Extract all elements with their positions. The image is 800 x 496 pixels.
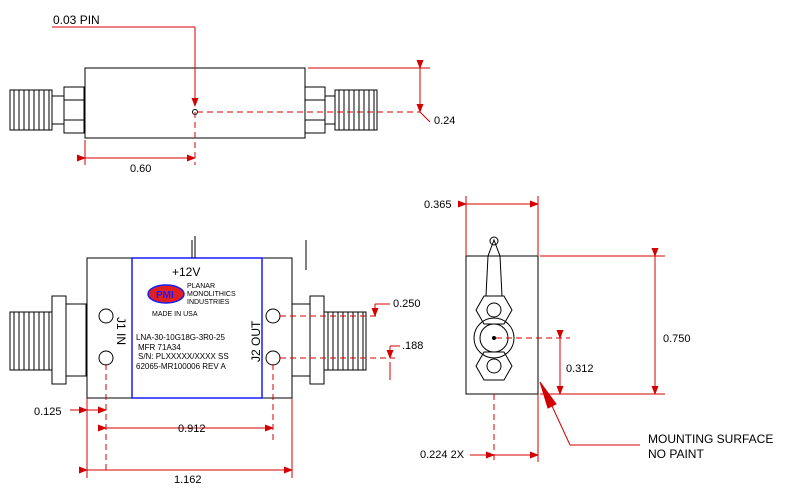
drawing-number: 62065-MR100006 REV A [136,362,227,371]
dim-front-length: 1.162 [174,474,202,486]
hole-right-upper [265,308,281,324]
port-j1: J1 IN [114,317,128,345]
side-body [465,255,539,395]
mfr-code: MFR 71A34 [138,343,181,352]
top-view [9,26,431,165]
dim-side-width: 0.365 [424,199,452,211]
dim-front-hole-upper: 0.250 [393,298,421,310]
dim-top-height: 0.24 [434,115,455,127]
top-left-connector [9,86,85,134]
label-voltage: +12V [172,265,200,279]
front-view [9,236,400,478]
pin-callout: 0.03 PIN [53,13,100,27]
top-right-connector [304,86,378,134]
hole-right-lower [265,350,281,366]
front-right-connector [291,295,367,385]
hex-nut-upper [475,295,513,325]
port-j2: J2 OUT [249,320,263,362]
dim-front-hole-lower: .188 [402,340,423,352]
dim-side-pin-y: 0.312 [566,363,594,375]
company-line3: INDUSTRIES [187,299,230,306]
dim-front-hole-span: 0.912 [178,423,206,435]
front-left-connector [9,295,87,385]
dim-top-pin-x: 0.60 [130,163,151,175]
pmi-logo: PMI [147,284,185,304]
side-view [458,196,665,462]
hole-left-lower [98,350,114,366]
connector-face [473,317,515,359]
mounting-callout-line2: NO PAINT [648,447,704,461]
company-line2: MONOLITHICS [187,291,236,298]
hex-nut-lower [475,351,513,381]
made-in: MADE IN USA [152,311,198,318]
mounting-callout-line1: MOUNTING SURFACE [648,432,773,446]
hole-left-upper [98,308,114,324]
company-line1: PLANAR [187,283,215,290]
dim-front-hole-x: 0.125 [34,406,62,418]
dim-side-hole: 0.224 2X [420,449,465,461]
model-number: LNA-30-10G18G-3R0-25 [136,333,225,342]
label-plate [131,257,263,399]
mounting-callout-arrow [539,381,640,446]
dim-side-height: 0.750 [663,333,691,345]
logo-text: PMI [156,290,174,301]
serial-number: S/N: PLXXXXX/XXXX SS [138,352,229,361]
